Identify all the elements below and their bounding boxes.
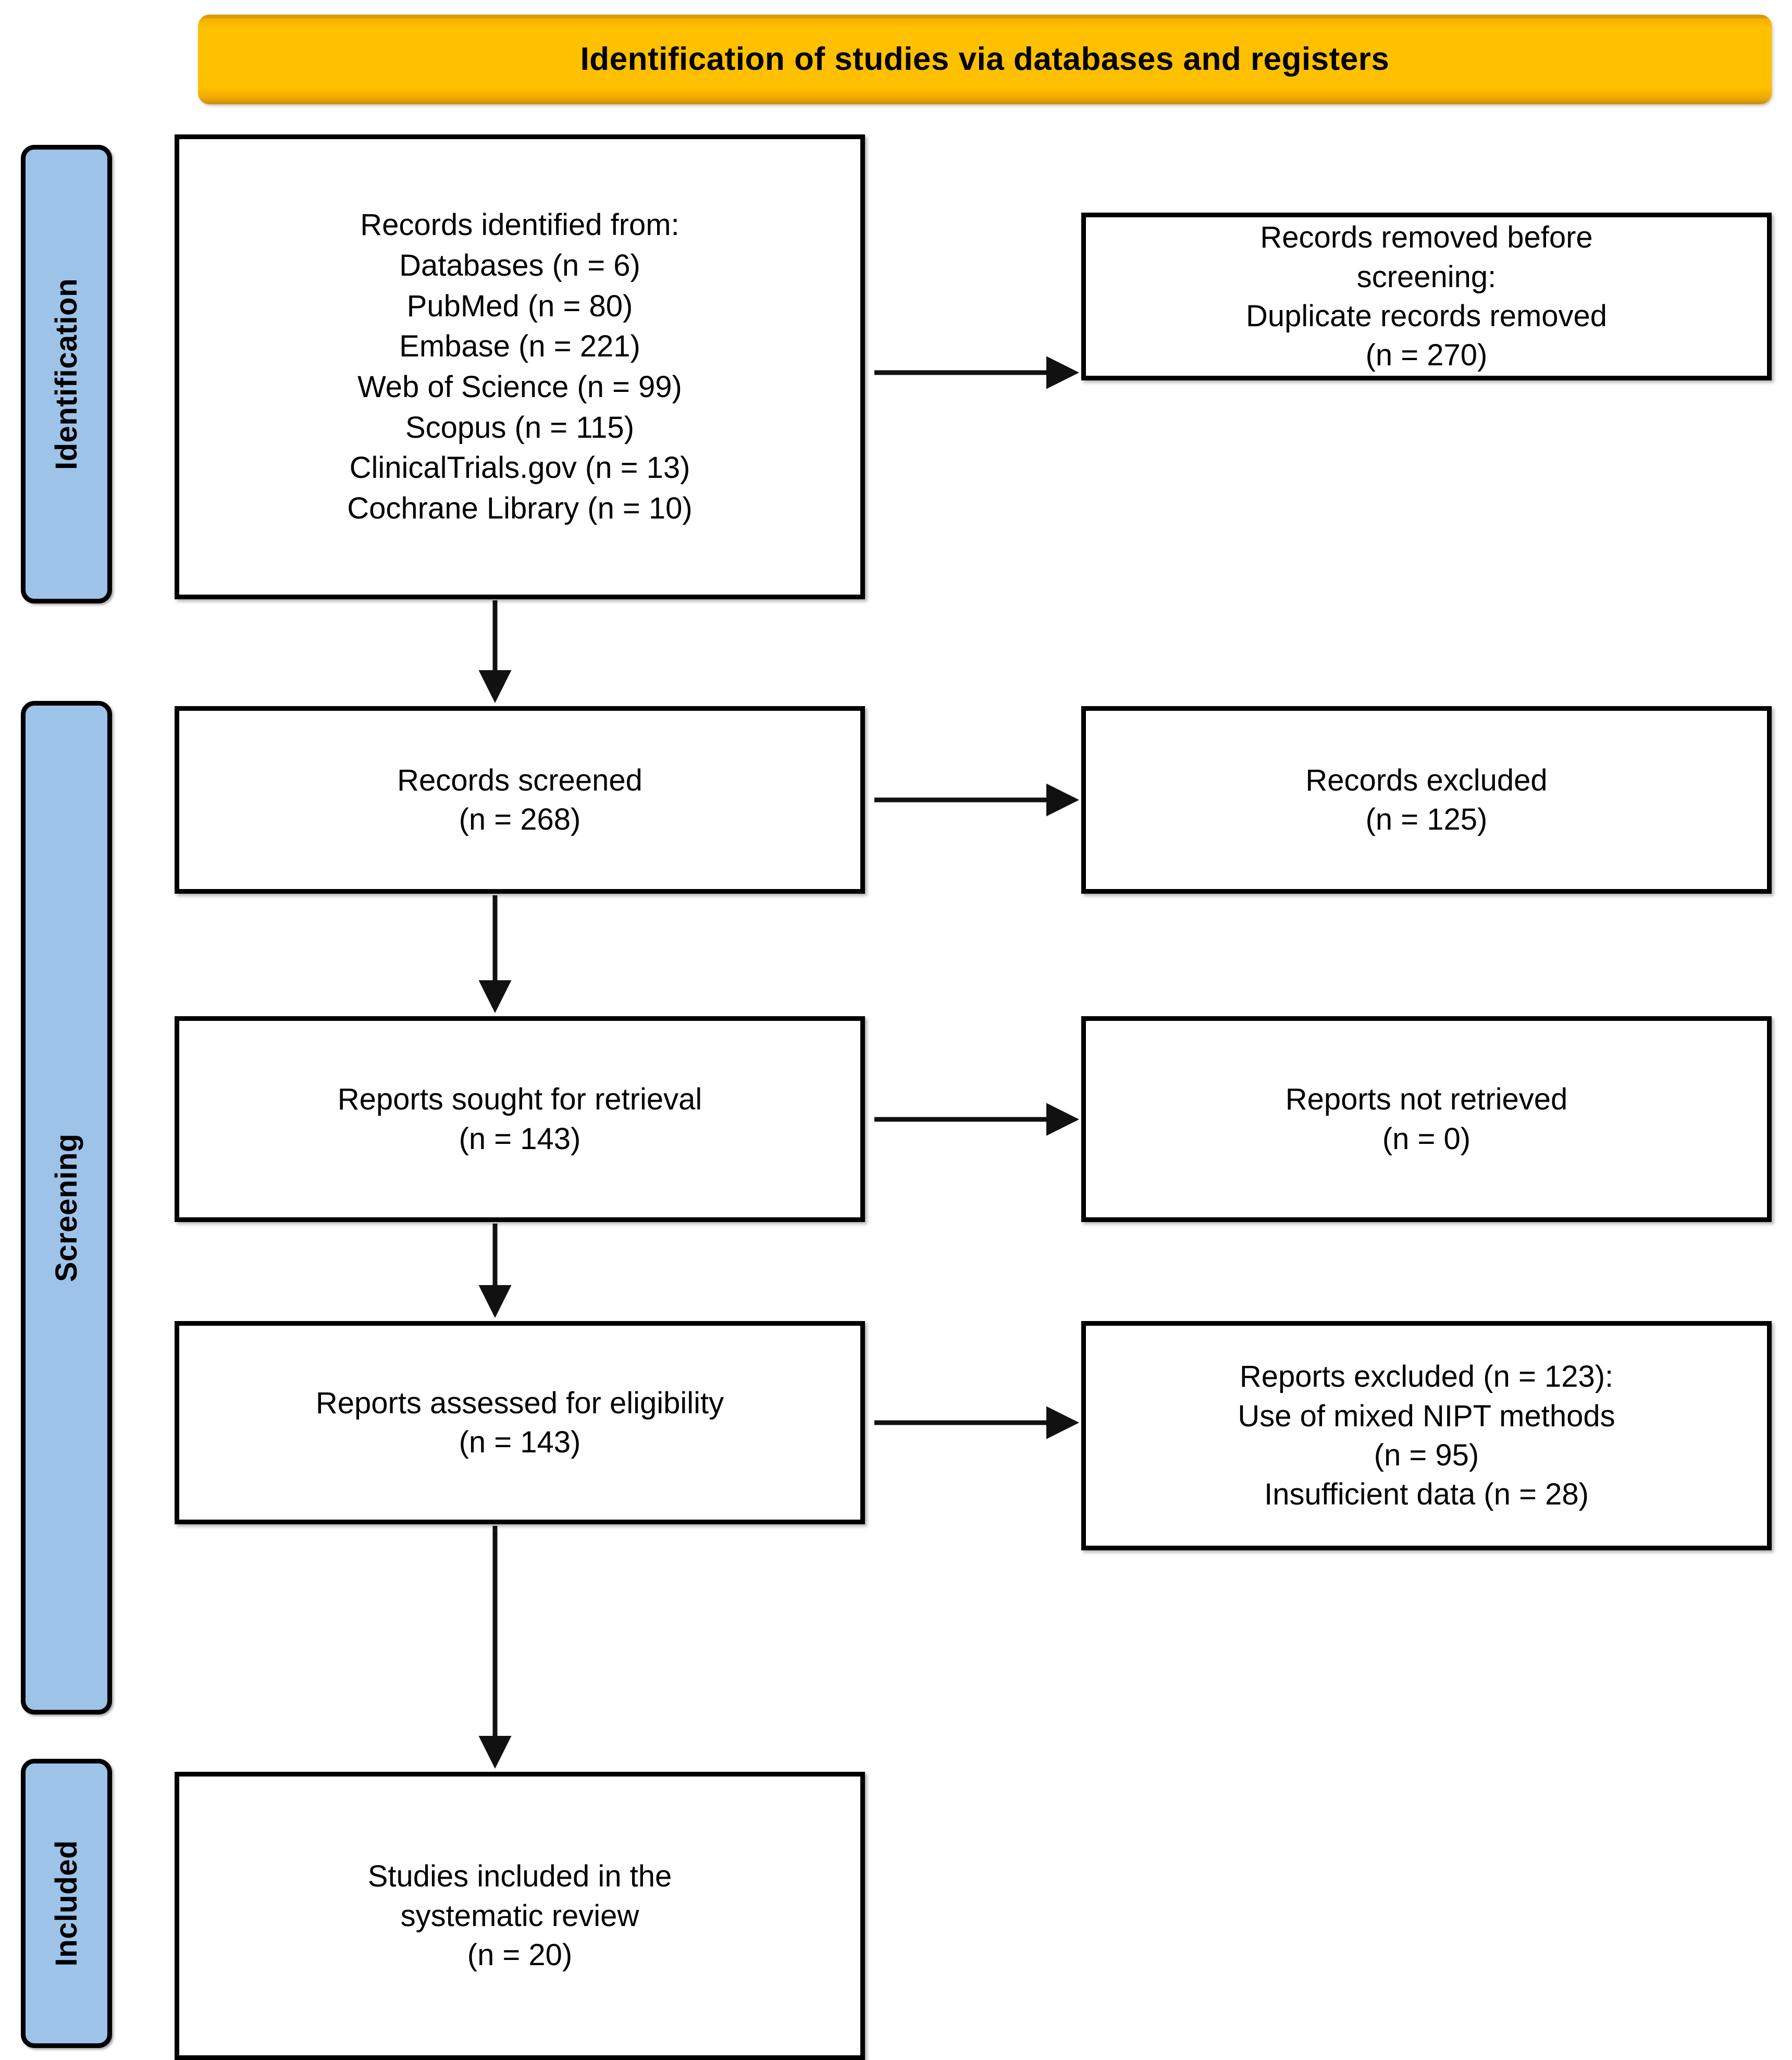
box-reports-sought-for-retrieval: Reports sought for retrieval (n = 143) <box>175 1016 865 1222</box>
box-records-identified: Records identified from: Databases (n = … <box>175 134 865 599</box>
box-records-identified-text: Records identified from: Databases (n = … <box>347 208 693 526</box>
stage-label-screening: Screening <box>50 1133 83 1282</box>
box-reports-excluded-text: Reports excluded (n = 123): Use of mixed… <box>1238 1360 1615 1512</box>
box-records-screened-text: Records screened (n = 268) <box>397 763 642 836</box>
stage-bar-included: Included <box>21 1759 112 2048</box>
stage-bar-screening: Screening <box>21 701 112 1714</box>
stage-bar-identification: Identification <box>21 145 112 603</box>
box-reports-excluded: Reports excluded (n = 123): Use of mixed… <box>1081 1321 1772 1550</box>
box-reports-not-retrieved: Reports not retrieved (n = 0) <box>1081 1016 1772 1222</box>
box-reports-assessed-for-eligibility: Reports assessed for eligibility (n = 14… <box>175 1321 865 1524</box>
stage-label-identification: Identification <box>50 278 83 470</box>
box-records-removed-before-screening: Records removed before screening: Duplic… <box>1081 213 1772 380</box>
diagram-header-banner: Identification of studies via databases … <box>198 15 1772 104</box>
box-reports-sought-text: Reports sought for retrieval (n = 143) <box>337 1082 702 1156</box>
box-reports-assessed-text: Reports assessed for eligibility (n = 14… <box>315 1386 724 1459</box>
stage-label-included: Included <box>50 1840 83 1967</box>
page-title: Identification of studies via databases … <box>580 41 1390 77</box>
box-reports-not-retrieved-text: Reports not retrieved (n = 0) <box>1285 1082 1568 1156</box>
box-records-excluded: Records excluded (n = 125) <box>1081 706 1772 894</box>
box-records-screened: Records screened (n = 268) <box>175 706 865 894</box>
box-studies-included: Studies included in the systematic revie… <box>175 1772 865 2060</box>
box-studies-included-text: Studies included in the systematic revie… <box>367 1859 672 1972</box>
box-records-excluded-text: Records excluded (n = 125) <box>1305 763 1548 836</box>
box-records-removed-text: Records removed before screening: Duplic… <box>1245 220 1608 373</box>
